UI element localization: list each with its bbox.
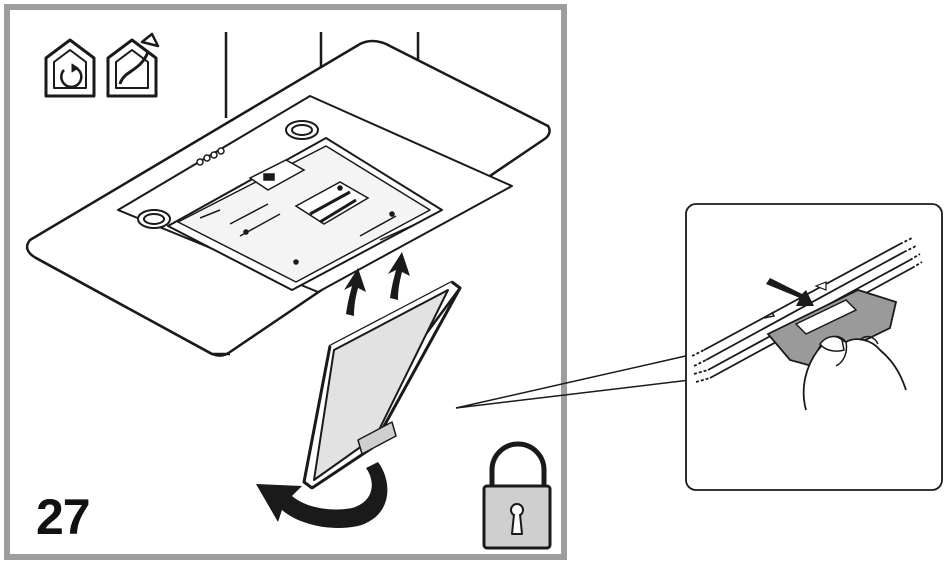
motor-housing (199, 159, 421, 265)
extraction-house-icon (106, 32, 160, 98)
grease-filter (302, 280, 462, 490)
upward-arrows (344, 252, 410, 316)
zoom-callout-lines (455, 354, 691, 409)
rotation-arrow (256, 462, 388, 529)
detail-panel (685, 203, 943, 491)
hood-canopy (25, 39, 551, 357)
hood-light-right (285, 120, 319, 140)
padlock-icon (482, 441, 552, 550)
hood-light-left (137, 209, 171, 229)
step-number: 27 (36, 489, 91, 545)
recirculation-house-icon (44, 38, 96, 98)
control-buttons (196, 147, 225, 166)
